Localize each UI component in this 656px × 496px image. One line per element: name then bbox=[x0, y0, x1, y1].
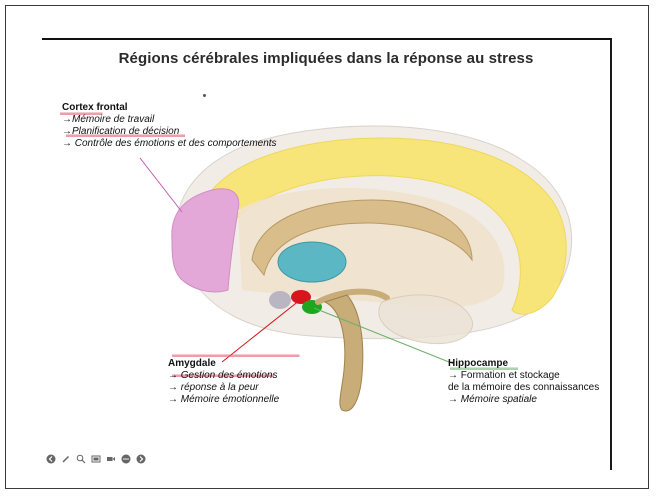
presentation-slide: Régions cérébrales impliquées dans la ré… bbox=[42, 38, 612, 470]
cortex-pointer-line bbox=[140, 158, 182, 212]
pen-icon[interactable] bbox=[61, 454, 71, 464]
label-hippocampe-item: → Mémoire spatiale bbox=[448, 394, 599, 406]
label-cortex-title: Cortex frontal bbox=[62, 102, 277, 114]
label-amygdale-item: → réponse à la peur bbox=[168, 382, 279, 394]
video-icon[interactable] bbox=[106, 454, 116, 464]
label-amygdale-item: → Mémoire émotionnelle bbox=[168, 394, 279, 406]
presentation-toolbar bbox=[46, 454, 146, 464]
label-cortex-frontal: Cortex frontal →Mémoire de travail →Plan… bbox=[62, 102, 277, 150]
grey-structure bbox=[269, 291, 291, 309]
options-icon[interactable] bbox=[121, 454, 131, 464]
next-icon[interactable] bbox=[136, 454, 146, 464]
label-cortex-item: → Contrôle des émotions et des comportem… bbox=[62, 138, 277, 150]
label-amygdale-title: Amygdale bbox=[168, 358, 279, 370]
label-amygdale-item: → Gestion des émotions bbox=[168, 370, 279, 382]
label-amygdale: Amygdale → Gestion des émotions → répons… bbox=[168, 358, 279, 406]
prev-icon[interactable] bbox=[46, 454, 56, 464]
label-hippocampe-title: Hippocampe bbox=[448, 358, 599, 370]
label-hippocampe-item: de la mémoire des connaissances bbox=[448, 382, 599, 394]
label-hippocampe-item: → Formation et stockage bbox=[448, 370, 599, 382]
label-hippocampe: Hippocampe → Formation et stockage de la… bbox=[448, 358, 599, 406]
ghost-text: ▬▬▬▬▬▬▬▬▬▬▬▬▬▬▬ bbox=[172, 350, 300, 358]
zoom-icon[interactable] bbox=[76, 454, 86, 464]
thalamus bbox=[278, 242, 346, 282]
label-cortex-item: →Mémoire de travail bbox=[62, 114, 277, 126]
slides-icon[interactable] bbox=[91, 454, 101, 464]
label-cortex-item: →Planification de décision bbox=[62, 126, 277, 138]
